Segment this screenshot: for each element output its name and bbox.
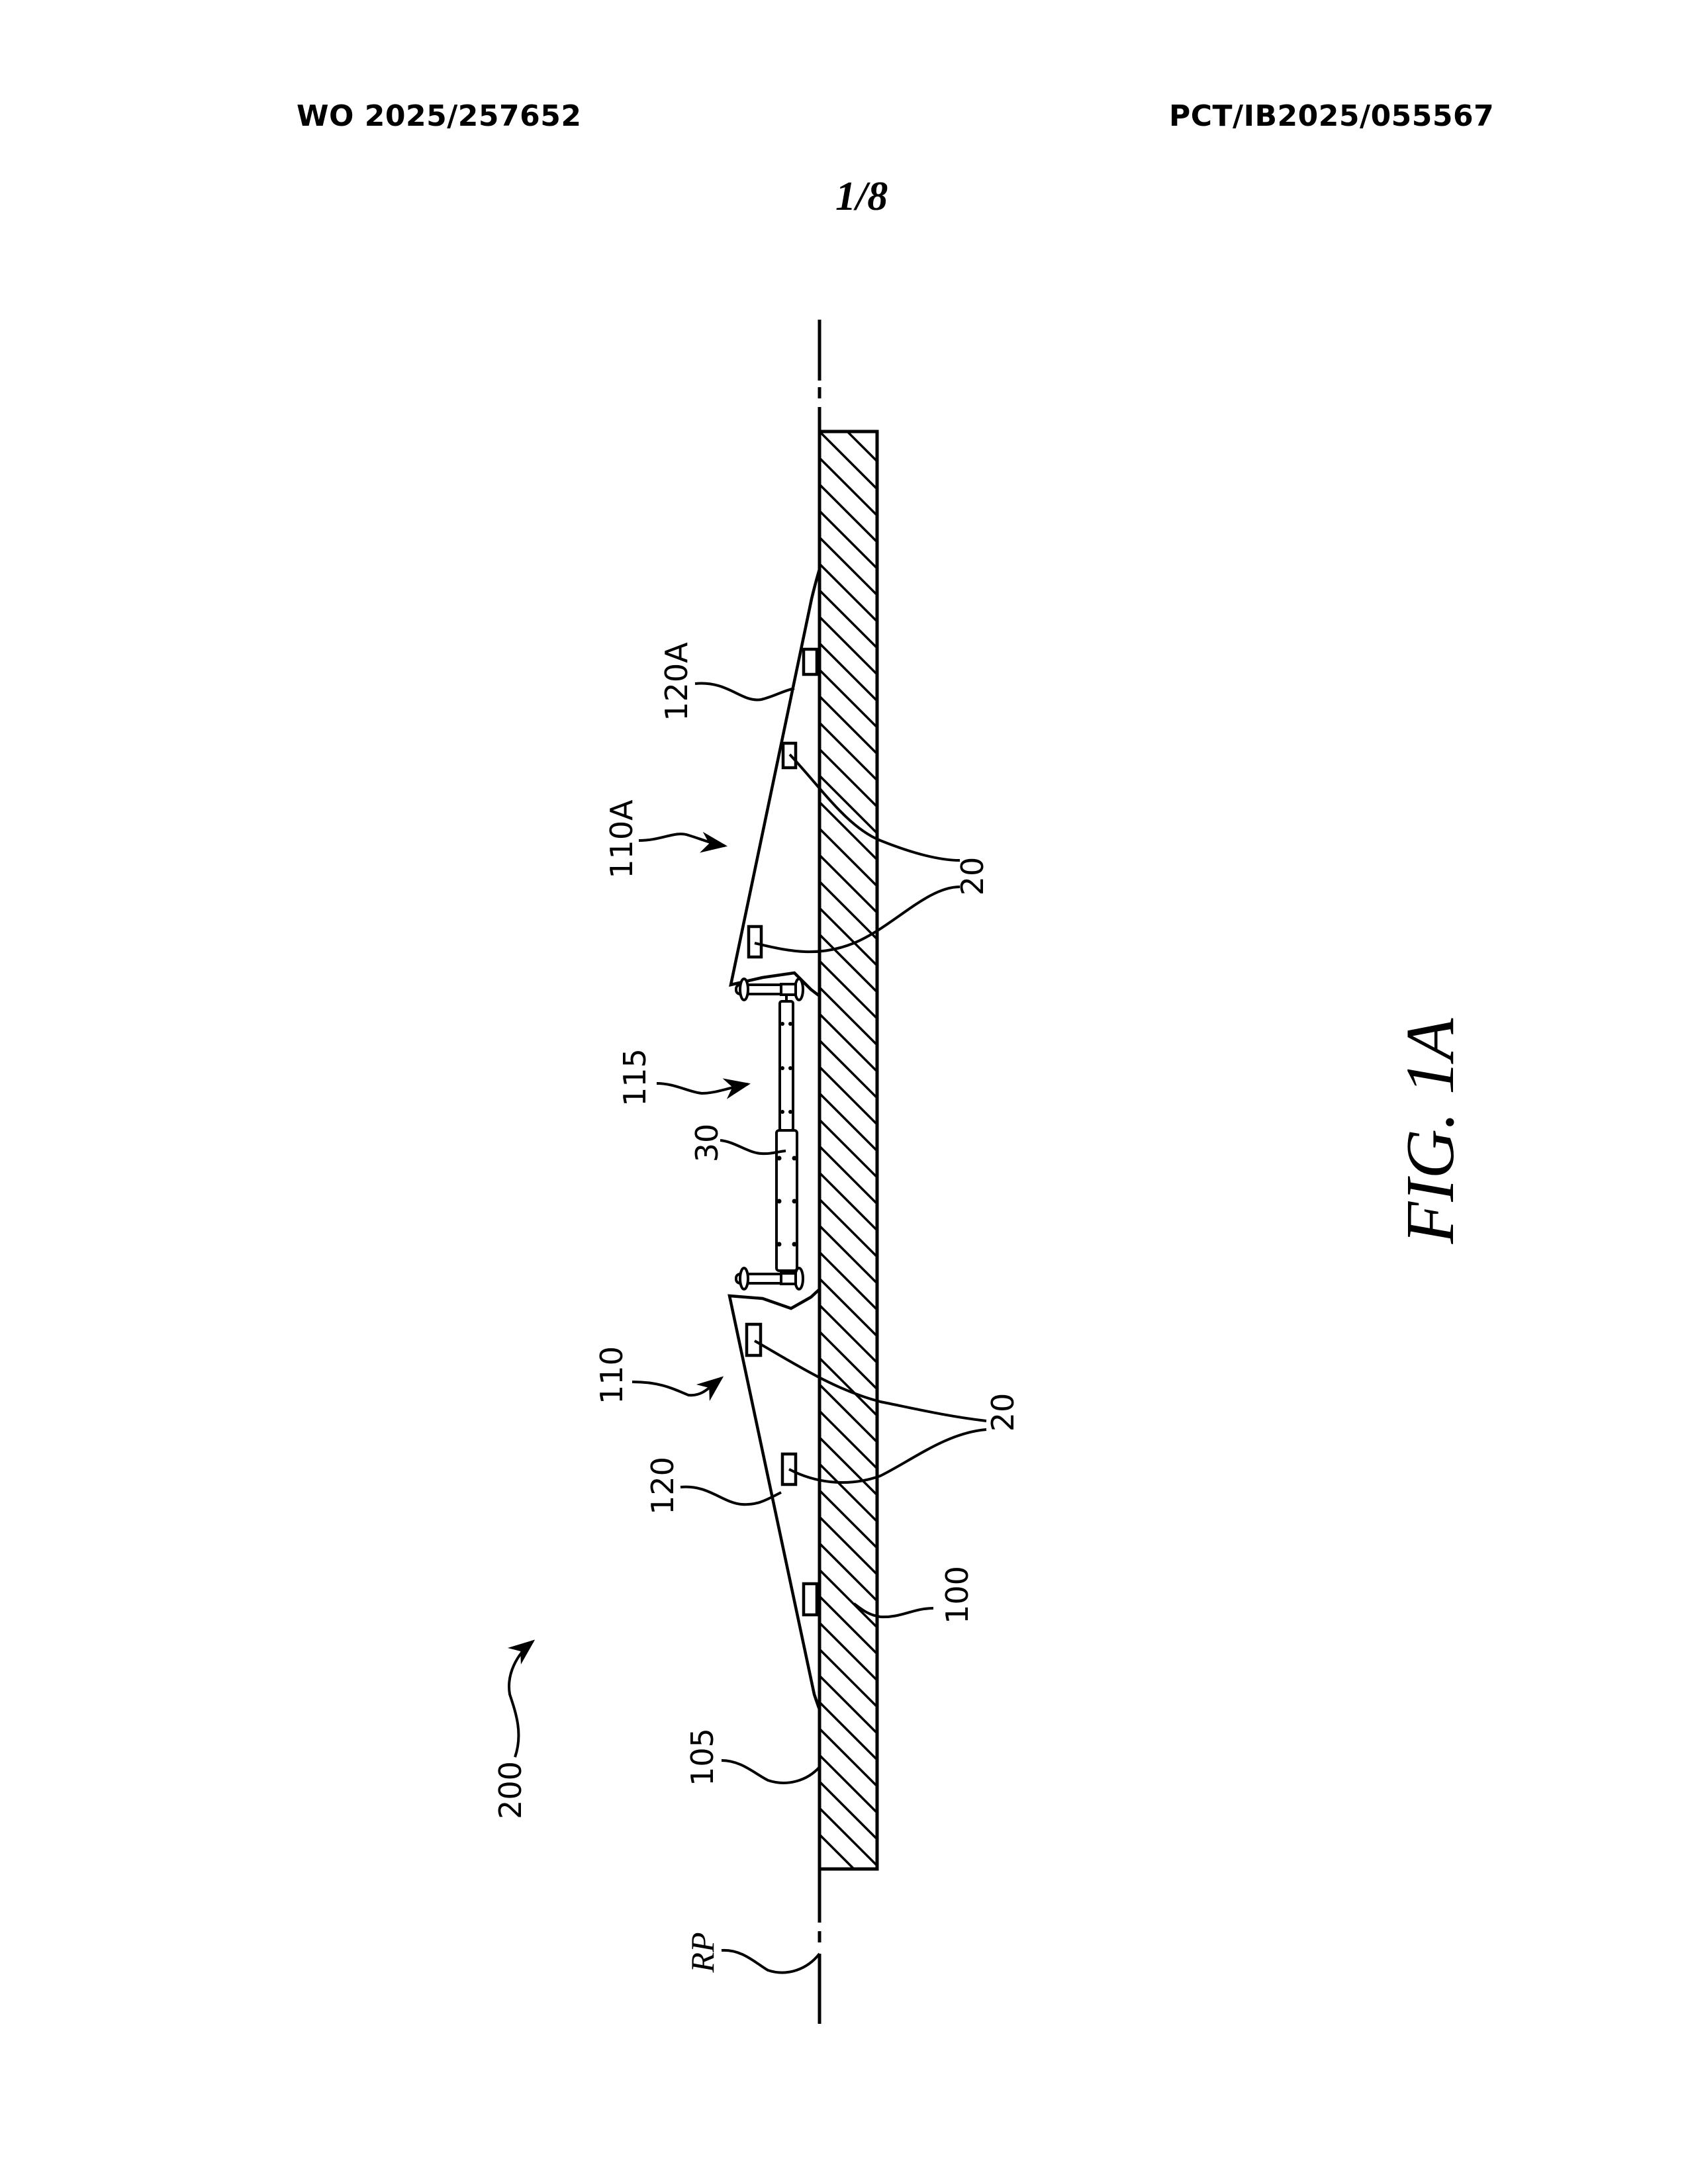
publication-number: WO 2025/257652 — [297, 99, 582, 133]
label-120A: 120A — [659, 642, 694, 721]
label-120: 120 — [645, 1457, 680, 1515]
reference-labels: 120A 110A 20 115 30 110 20 120 100 105 2… — [492, 642, 1021, 1974]
label-20-upper: 20 — [955, 857, 990, 896]
label-20-lower: 20 — [985, 1393, 1021, 1432]
lower-wedge-120 — [727, 1288, 821, 1710]
label-110A: 110A — [604, 799, 639, 879]
label-100: 100 — [939, 1566, 975, 1624]
figure-caption: FIG. 1A — [1392, 1018, 1468, 1244]
label-110: 110 — [594, 1346, 630, 1404]
label-115: 115 — [617, 1048, 653, 1107]
actuator-assembly-115 — [735, 978, 804, 1291]
label-200: 200 — [492, 1761, 528, 1819]
label-30: 30 — [689, 1124, 725, 1163]
sheet-number: 1/8 — [835, 174, 888, 219]
upper-wedge-120A — [729, 569, 821, 997]
label-105: 105 — [684, 1728, 720, 1786]
application-number: PCT/IB2025/055567 — [1169, 99, 1495, 133]
plate-100 — [818, 430, 879, 1871]
leader-lines — [507, 682, 987, 1974]
label-RP: RP — [684, 1932, 721, 1973]
